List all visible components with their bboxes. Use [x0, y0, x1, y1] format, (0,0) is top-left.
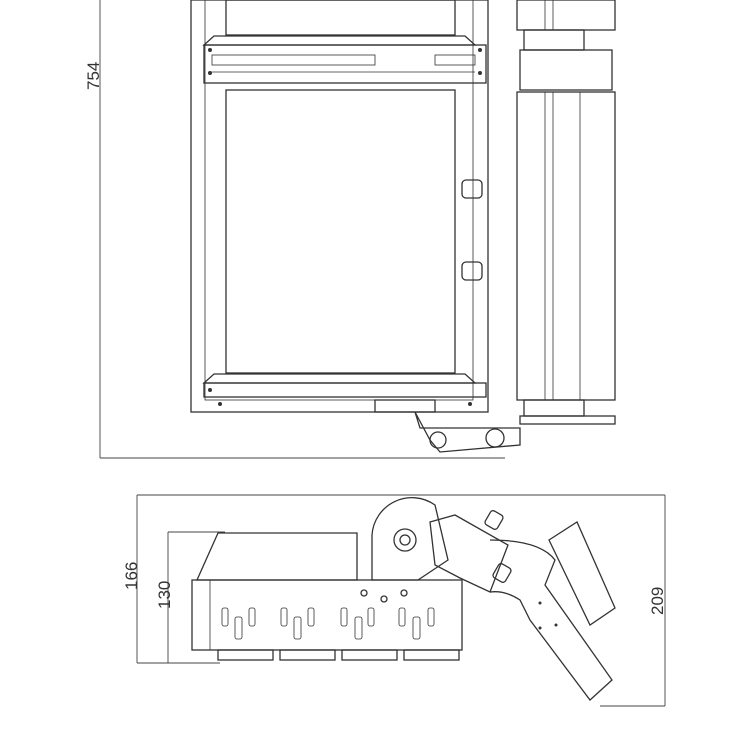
mount-arm: [489, 539, 613, 701]
led-module: [217, 649, 274, 661]
cable-gland: [461, 179, 483, 199]
driver-top: [516, 0, 616, 31]
led-module: [403, 649, 460, 661]
vent-slots: [221, 607, 435, 640]
top-view: 754: [84, 0, 616, 459]
led-module: [341, 649, 398, 661]
mount-bracket: [414, 411, 521, 453]
driver-body: [516, 91, 616, 401]
mount-plate: [548, 521, 616, 626]
housing-frame: [190, 0, 489, 413]
dimension-754-label: 754: [84, 62, 103, 90]
led-module: [279, 649, 336, 661]
pivot-bolt: [393, 528, 417, 552]
lamp-body: [191, 579, 463, 651]
lamp-panel: [225, 89, 456, 374]
side-view: 166 130 209: [122, 494, 667, 707]
heatsink-lid: [195, 532, 358, 581]
pivot-plate: [371, 497, 449, 581]
crossbar-top: [203, 44, 487, 84]
dimension-209-label: 209: [648, 587, 667, 615]
dimension-166-label: 166: [122, 562, 141, 590]
cable-gland: [461, 261, 483, 281]
dimension-130-label: 130: [155, 581, 174, 609]
